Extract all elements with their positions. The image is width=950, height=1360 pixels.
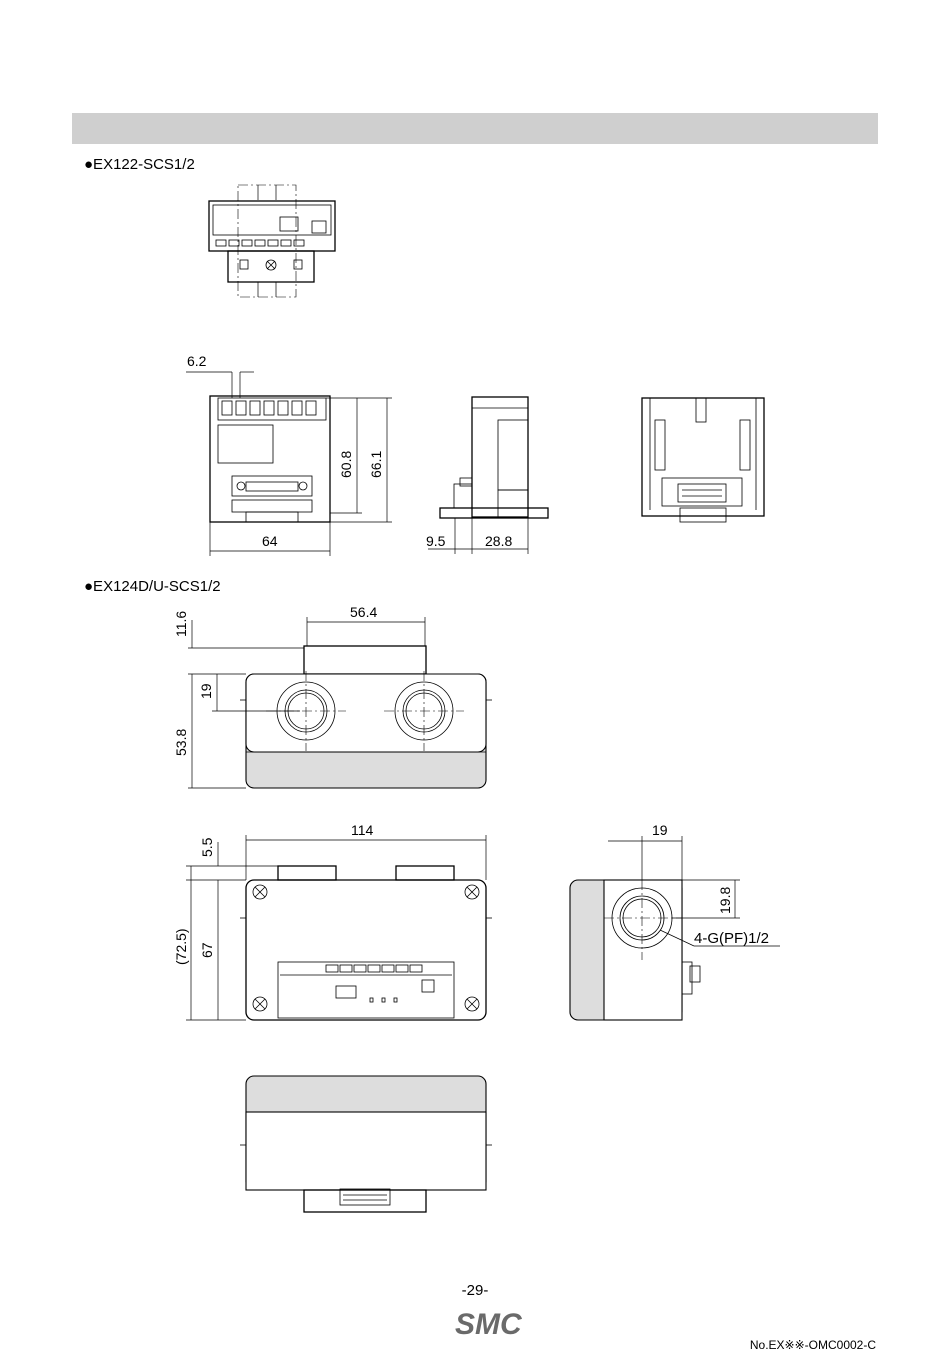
ex124-bottom-view — [240, 1075, 492, 1213]
dim-56-4: 56.4 — [350, 604, 377, 620]
ex122-top-view — [208, 184, 336, 298]
dim-11-6: 11.6 — [173, 611, 189, 637]
port-thread-label: 4-G(PF)1/2 — [694, 930, 769, 947]
dim-60-8: 60.8 — [338, 451, 354, 478]
ex124-side-view: 19 19.8 4-G(PF)1/2 — [569, 822, 780, 1021]
dim-9-5: 9.5 — [426, 533, 446, 549]
smc-logo: SMC — [455, 1308, 523, 1341]
dim-28-8: 28.8 — [485, 533, 512, 549]
page-number: -29- — [461, 1282, 489, 1299]
dim-6-2: 6.2 — [187, 353, 207, 369]
dim-53-8: 53.8 — [173, 729, 189, 756]
ex122-front-view: 6.2 64 60.8 66.1 — [186, 353, 392, 556]
dim-66-1: 66.1 — [368, 451, 384, 478]
dim-72-5: (72.5) — [173, 928, 189, 965]
dim-67: 67 — [199, 942, 215, 958]
dim-19-a: 19 — [198, 683, 214, 699]
dim-5-5: 5.5 — [199, 837, 215, 857]
ex124-top-view: 56.4 11.6 53.8 19 — [173, 604, 492, 789]
model-label-ex122: ●EX122-SCS1/2 — [84, 156, 195, 173]
ex124-front-view: 114 5.5 (72.5) 67 — [173, 822, 492, 1021]
dim-19-b: 19 — [652, 822, 668, 838]
model-label-ex124: ●EX124D/U-SCS1/2 — [84, 578, 221, 595]
document-number: No.EX※※-OMC0002-C — [749, 1338, 876, 1352]
ex122-side-view: 9.5 28.8 — [426, 396, 549, 554]
smc-logo-text: SMC — [455, 1308, 523, 1341]
ex122-rear-view — [641, 397, 765, 523]
corner-screws — [252, 884, 480, 1012]
dim-19-8: 19.8 — [717, 887, 733, 914]
section-header-bar — [72, 113, 878, 144]
dim-114: 114 — [351, 822, 374, 838]
dim-64: 64 — [262, 533, 278, 549]
